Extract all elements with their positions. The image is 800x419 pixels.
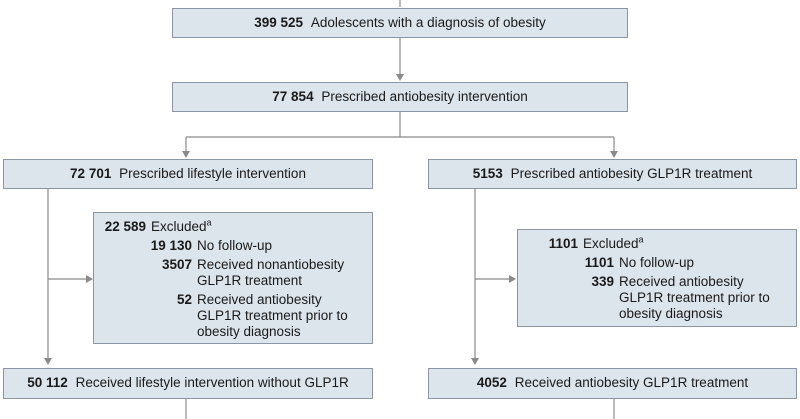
glp1-count: 5153 (472, 166, 503, 181)
excluded-left-item-3-count: 52 (176, 292, 192, 307)
glp1-final-count: 4052 (476, 375, 507, 390)
excluded-right-count: 1101 (548, 236, 578, 251)
box-excluded-right: 1101 Excludeda 1101 No follow-up 339 Rec… (517, 229, 797, 327)
lifestyle-final-label: Received lifestyle intervention without … (75, 375, 349, 390)
prescribed-label: Prescribed antiobesity intervention (321, 89, 528, 104)
excluded-right-item-1-count: 1101 (584, 255, 614, 270)
diagnosis-label: Adolescents with a diagnosis of obesity (310, 15, 546, 30)
lifestyle-count: 72 701 (70, 166, 112, 181)
footnote-a: a (638, 234, 644, 245)
box-lifestyle-final: 50 112 Received lifestyle intervention w… (3, 368, 373, 399)
lifestyle-final-count: 50 112 (27, 375, 68, 390)
excluded-left-label: Excludeda (151, 217, 212, 234)
box-diagnosis: 399 525 Adolescents with a diagnosis of … (172, 8, 628, 38)
excluded-right-item-1-label: No follow-up (619, 255, 695, 270)
box-lifestyle: 72 701 Prescribed lifestyle intervention (3, 159, 373, 189)
box-glp1: 5153 Prescribed antiobesity GLP1R treatm… (428, 159, 797, 189)
excluded-right-label: Excludeda (583, 234, 644, 251)
box-prescribed: 77 854 Prescribed antiobesity interventi… (172, 82, 628, 112)
excluded-right-item-2-label: Received antiobesity GLP1R treatment pri… (619, 274, 770, 321)
glp1-label: Prescribed antiobesity GLP1R treatment (510, 166, 753, 181)
diagnosis-count: 399 525 (254, 15, 304, 30)
excluded-left-item-1-label: No follow-up (197, 238, 273, 253)
excluded-left-item-2-label: Received nonantiobesity GLP1R treatment (197, 257, 345, 288)
box-excluded-left: 22 589 Excludeda 19 130 No follow-up 350… (93, 212, 373, 344)
footnote-a: a (206, 217, 212, 228)
glp1-final-label: Received antiobesity GLP1R treatment (514, 375, 749, 390)
box-glp1-final: 4052 Received antiobesity GLP1R treatmen… (428, 368, 797, 399)
excluded-left-count: 22 589 (104, 219, 146, 234)
excluded-right-item-2-count: 339 (591, 274, 614, 289)
excluded-left-item-3-label: Received antiobesity GLP1R treatment pri… (197, 292, 348, 339)
excluded-left-item-2-count: 3507 (161, 257, 192, 272)
prescribed-count: 77 854 (272, 89, 314, 104)
excluded-left-item-1-count: 19 130 (150, 238, 192, 253)
lifestyle-label: Prescribed lifestyle intervention (119, 166, 306, 181)
